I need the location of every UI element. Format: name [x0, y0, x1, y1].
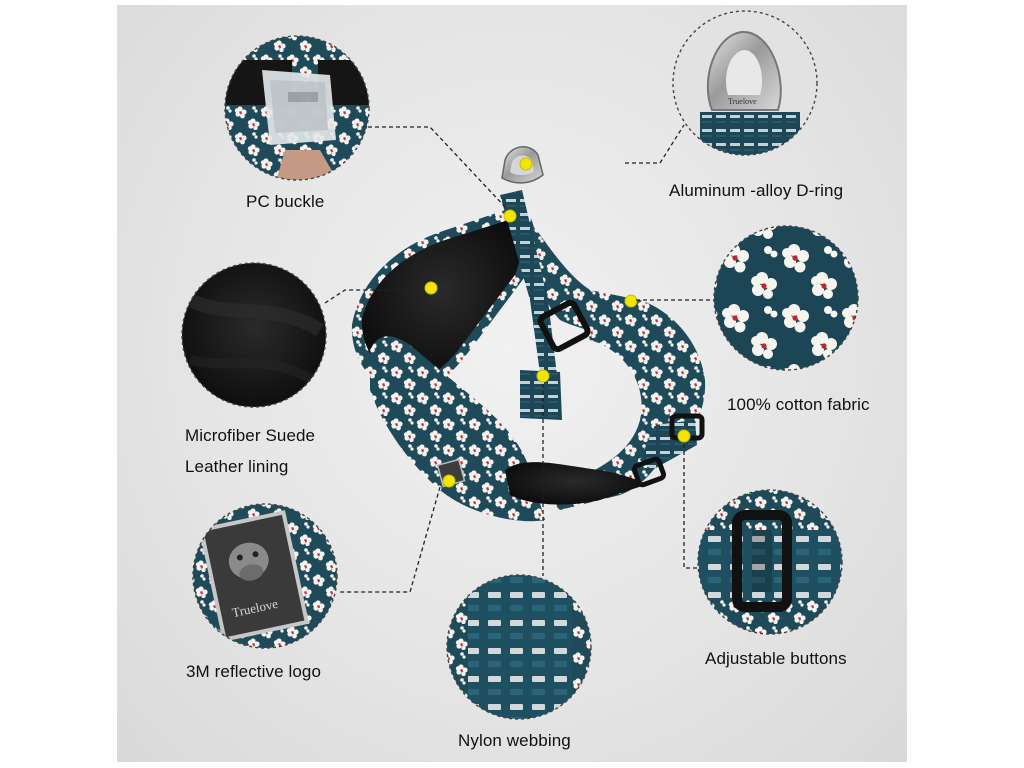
detail-adjustable-buttons: [698, 490, 842, 634]
label-pc-buckle: PC buckle: [246, 192, 325, 211]
marker-webbing: [536, 369, 550, 383]
marker-lining: [424, 281, 438, 295]
detail-nylon-webbing: [447, 575, 591, 719]
marker-pc-buckle: [503, 209, 517, 223]
leader-lines: [324, 124, 714, 593]
label-d-ring: Aluminum -alloy D-ring: [669, 181, 844, 200]
callout-markers: [424, 157, 691, 488]
detail-d-ring: Truelove: [673, 11, 817, 155]
label-cotton-fabric: 100% cotton fabric: [727, 395, 870, 414]
label-adjustable-buttons: Adjustable buttons: [705, 649, 847, 668]
harness-product: [351, 146, 706, 522]
marker-adjustable: [677, 429, 691, 443]
label-microfiber-line1: Microfiber Suede: [185, 426, 316, 445]
detail-suede-lining: [182, 263, 326, 407]
marker-d-ring: [519, 157, 533, 171]
label-nylon-webbing: Nylon webbing: [458, 731, 571, 750]
detail-reflective-logo: Truelove: [193, 504, 337, 648]
marker-logo: [442, 474, 456, 488]
label-microfiber-line2: Leather lining: [185, 457, 289, 476]
detail-pc-buckle: [225, 36, 369, 180]
detail-cotton-fabric: [714, 226, 858, 370]
label-reflective-logo: 3M reflective logo: [186, 662, 322, 681]
d-ring-engraving: Truelove: [728, 97, 757, 106]
marker-cotton: [624, 294, 638, 308]
